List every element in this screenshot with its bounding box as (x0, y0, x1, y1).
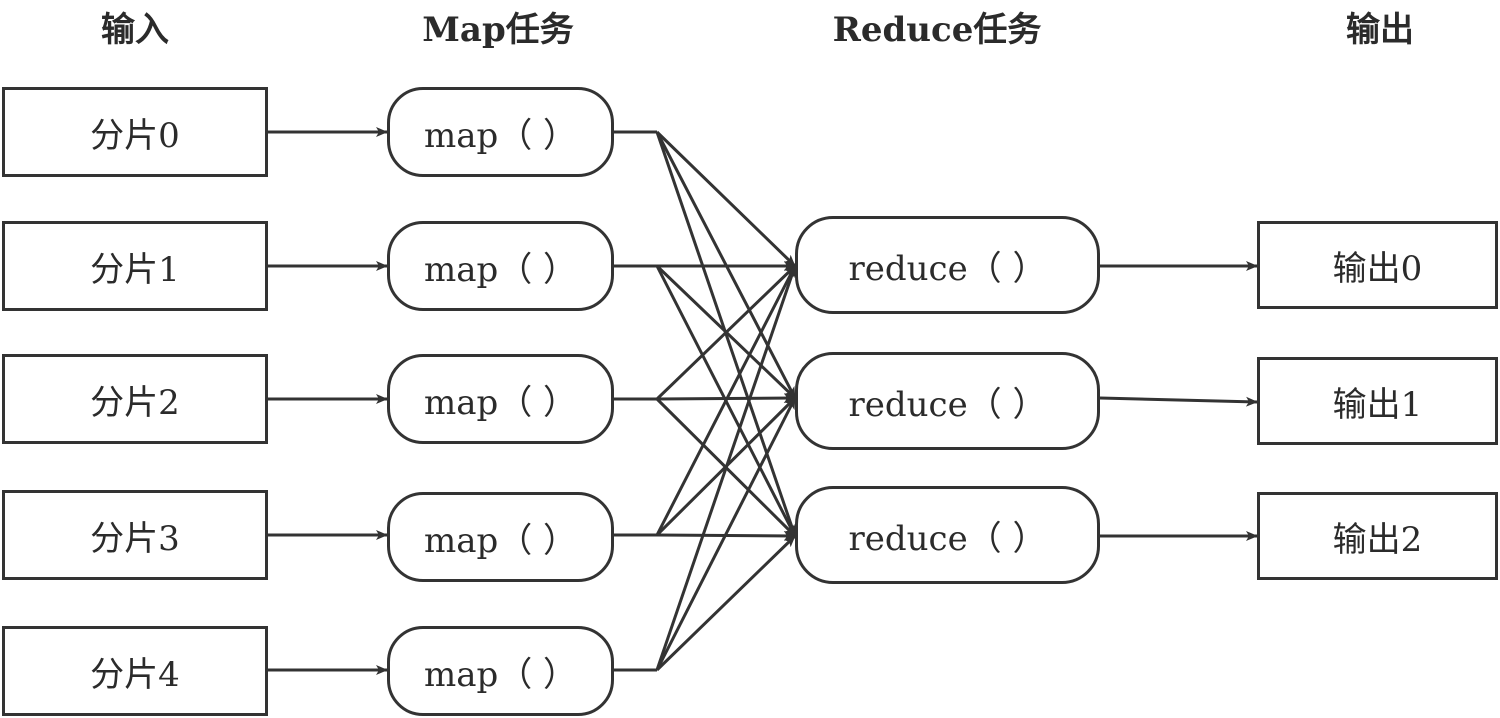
reduce-task-2: reduce（ ） (795, 486, 1100, 584)
input-split-3: 分片3 (2, 490, 268, 580)
header-reduce-tasks: Reduce任务 (832, 10, 1042, 50)
output-1: 输出1 (1257, 357, 1498, 445)
input-split-0: 分片0 (2, 87, 268, 177)
map-task-2: map（ ） (387, 354, 614, 444)
header-output: 输出 (1346, 10, 1414, 50)
input-split-1: 分片1 (2, 221, 268, 311)
output-0: 输出0 (1257, 221, 1498, 309)
header-input: 输入 (101, 10, 169, 50)
output-2: 输出2 (1257, 492, 1498, 580)
shuffle-line-m4-r1 (655, 397, 797, 671)
map-task-0: map（ ） (387, 87, 614, 177)
map-task-1: map（ ） (387, 221, 614, 311)
map-task-3: map（ ） (387, 492, 614, 582)
shuffle-line-m3-r0 (655, 265, 797, 536)
input-split-4: 分片4 (2, 626, 268, 716)
shuffle-line-m0-r0 (655, 130, 797, 268)
input-split-2: 分片2 (2, 354, 268, 444)
shuffle-line-m4-r0 (655, 265, 797, 671)
header-map-tasks: Map任务 (422, 10, 574, 50)
reduce-to-output-arrow-1 (1099, 396, 1258, 407)
shuffle-line-m4-r2 (655, 534, 797, 672)
shuffle-line-m2-r0 (655, 264, 797, 401)
reduce-task-1: reduce（ ） (795, 352, 1100, 450)
reduce-task-0: reduce（ ） (795, 216, 1100, 314)
map-task-4: map（ ） (387, 626, 614, 716)
